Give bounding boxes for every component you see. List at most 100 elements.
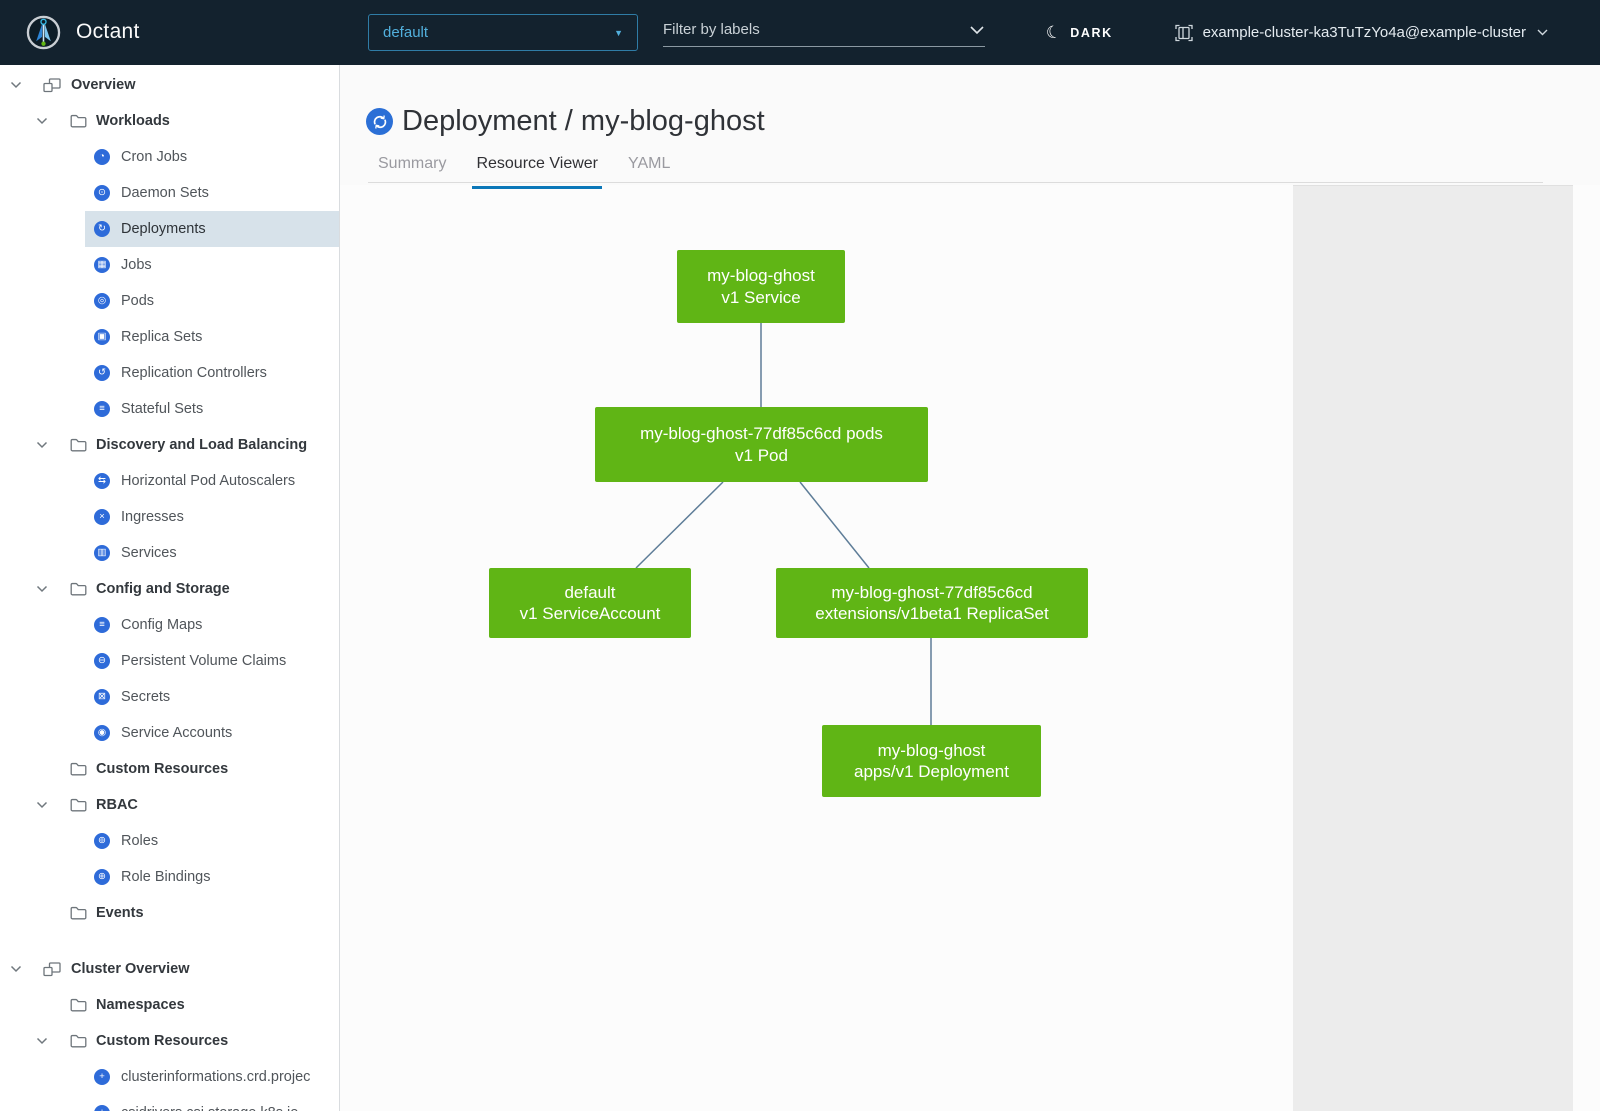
sidebar-item-discovery-and-load-balancing[interactable]: Discovery and Load Balancing bbox=[0, 427, 339, 463]
folder-icon bbox=[70, 582, 87, 596]
sidebar-item-rbac[interactable]: RBAC bbox=[0, 787, 339, 823]
horizontal-pod-autoscalers-icon: ⇆ bbox=[94, 473, 110, 489]
sidebar-item-label: Horizontal Pod Autoscalers bbox=[121, 473, 296, 489]
label-filter bbox=[663, 13, 985, 47]
sidebar-item-label: Overview bbox=[71, 77, 136, 93]
cluster-context-selector[interactable]: example-cluster-ka3TuTzYo4a@example-clus… bbox=[1174, 0, 1548, 65]
sidebar-item-custom-resources[interactable]: Custom Resources bbox=[0, 751, 339, 787]
chevron-down-icon[interactable] bbox=[36, 1037, 48, 1045]
replication-controllers-icon: ↺ bbox=[94, 365, 110, 381]
moon-icon: ☾ bbox=[1044, 21, 1064, 44]
ingresses-icon: × bbox=[94, 509, 110, 525]
service-accounts-icon: ◉ bbox=[94, 725, 110, 741]
sidebar-item-config-maps[interactable]: ≡Config Maps bbox=[85, 607, 339, 643]
folder-icon bbox=[70, 798, 87, 812]
sidebar-item-label: Discovery and Load Balancing bbox=[96, 437, 308, 453]
chevron-down-icon[interactable] bbox=[10, 965, 22, 973]
namespace-dropdown-value: default bbox=[383, 24, 429, 41]
app-title: Octant bbox=[76, 20, 140, 43]
sidebar-item-config-and-storage[interactable]: Config and Storage bbox=[0, 571, 339, 607]
sidebar-item-replication-controllers[interactable]: ↺ Replication Controllers bbox=[85, 355, 339, 391]
chevron-down-icon[interactable] bbox=[10, 81, 22, 89]
sidebar-item-label: Events bbox=[96, 905, 144, 921]
sidebar-item-label: Services bbox=[121, 545, 177, 561]
config-maps-icon: ≡ bbox=[94, 617, 110, 633]
csidrivers-csi-storage-k8s-io-icon: + bbox=[94, 1105, 110, 1111]
node-name: my-blog-ghost bbox=[707, 266, 815, 285]
sidebar-item-label: Stateful Sets bbox=[121, 401, 204, 417]
dark-theme-toggle[interactable]: ☾ DARK bbox=[1044, 0, 1113, 65]
sidebar-item-events[interactable]: Events bbox=[0, 895, 339, 931]
folder-icon bbox=[70, 998, 87, 1012]
chevron-down-icon[interactable] bbox=[36, 117, 48, 125]
chevron-down-icon[interactable] bbox=[36, 801, 48, 809]
sidebar-item-label: clusterinformations.crd.projec bbox=[121, 1069, 311, 1085]
sidebar-item-service-accounts[interactable]: ◉Service Accounts bbox=[85, 715, 339, 751]
stateful-sets-icon: ≡ bbox=[94, 401, 110, 417]
sidebar-item-namespaces[interactable]: Namespaces bbox=[0, 987, 339, 1023]
tab-bar: Summary Resource Viewer YAML bbox=[378, 153, 671, 189]
sidebar-item-role-bindings[interactable]: ⊕Role Bindings bbox=[85, 859, 339, 895]
persistent-volume-claims-icon: ⊖ bbox=[94, 653, 110, 669]
sidebar-item-overview[interactable]: Overview bbox=[0, 67, 339, 103]
sidebar-item-roles[interactable]: ⊚Roles bbox=[85, 823, 339, 859]
sidebar-item-label: Cron Jobs bbox=[121, 149, 188, 165]
cluster-context-label: example-cluster-ka3TuTzYo4a@example-clus… bbox=[1202, 24, 1526, 41]
node-kind: v1 Pod bbox=[735, 445, 788, 465]
daemon-sets-icon: ⊙ bbox=[94, 185, 110, 201]
sidebar-item-label: Persistent Volume Claims bbox=[121, 653, 287, 669]
sidebar-item-label: Cluster Overview bbox=[71, 961, 190, 977]
sidebar-item-label: Pods bbox=[121, 293, 155, 309]
sidebar-item-csidrivers-csi-storage-k8s-io[interactable]: +csidrivers.csi.storage.k8s.io bbox=[85, 1095, 339, 1111]
chevron-down-icon[interactable] bbox=[36, 585, 48, 593]
sidebar-item-workloads[interactable]: Workloads bbox=[0, 103, 339, 139]
chevron-down-icon[interactable] bbox=[969, 25, 985, 35]
sidebar-item-label: Ingresses bbox=[121, 509, 184, 525]
namespace-dropdown[interactable]: default ▼ bbox=[368, 14, 638, 51]
sidebar-item-ingresses[interactable]: × Ingresses bbox=[85, 499, 339, 535]
sidebar-item-pods[interactable]: ◎ Pods bbox=[85, 283, 339, 319]
cluster-icon bbox=[1174, 23, 1194, 43]
sidebar-item-custom-resources[interactable]: Custom Resources bbox=[0, 1023, 339, 1059]
node-kind: apps/v1 Deployment bbox=[854, 762, 1009, 781]
tab-yaml[interactable]: YAML bbox=[628, 155, 671, 172]
sidebar-item-label: Config and Storage bbox=[96, 581, 230, 597]
sidebar-item-label: Replica Sets bbox=[121, 329, 203, 345]
main-content: Deployment / my-blog-ghost Summary Resou… bbox=[340, 65, 1600, 1111]
node-kind: v1 Service bbox=[721, 287, 801, 307]
label-filter-input[interactable] bbox=[663, 21, 969, 38]
node-kind: extensions/v1beta1 ReplicaSet bbox=[815, 604, 1049, 623]
sidebar-item-label: Replication Controllers bbox=[121, 365, 267, 381]
deployments-icon: ↻ bbox=[94, 221, 110, 237]
chevron-down-icon[interactable] bbox=[36, 441, 48, 449]
folder-icon bbox=[70, 114, 87, 128]
sidebar-item-services[interactable]: ▥Services bbox=[85, 535, 339, 571]
sidebar-item-deployments[interactable]: ↻Deployments bbox=[85, 211, 339, 247]
node-name: default bbox=[564, 582, 616, 602]
sidebar-item-label: Secrets bbox=[121, 689, 171, 705]
sidebar-item-horizontal-pod-autoscalers[interactable]: ⇆ Horizontal Pod Autoscalers bbox=[85, 463, 339, 499]
node-name: my-blog-ghost-77df85c6cd bbox=[831, 582, 1033, 602]
sidebar-item-replica-sets[interactable]: ▣Replica Sets bbox=[85, 319, 339, 355]
tab-summary[interactable]: Summary bbox=[378, 155, 447, 172]
sidebar-item-cron-jobs[interactable]: ◔Cron Jobs bbox=[85, 139, 339, 175]
dropdown-caret-icon: ▼ bbox=[614, 27, 623, 38]
sidebar-item-cluster-overview[interactable]: Cluster Overview bbox=[0, 951, 339, 987]
graph-node-service[interactable]: my-blog-ghost v1 Service bbox=[677, 250, 845, 323]
tab-resource-viewer[interactable]: Resource Viewer bbox=[472, 153, 602, 189]
sidebar-item-clusterinformations-crd-projec[interactable]: +clusterinformations.crd.projec bbox=[85, 1059, 339, 1095]
resource-graph: my-blog-ghost v1 Service my-blog-ghost-77d… bbox=[340, 65, 1600, 1111]
sidebar-item-persistent-volume-claims[interactable]: ⊖ Persistent Volume Claims bbox=[85, 643, 339, 679]
pods-icon: ◎ bbox=[94, 293, 110, 309]
graph-node-replicaset[interactable]: my-blog-ghost-77df85c6cd extensions/v1bet… bbox=[776, 568, 1088, 638]
sidebar-item-secrets[interactable]: ⊠Secrets bbox=[85, 679, 339, 715]
sidebar-item-daemon-sets[interactable]: ⊙Daemon Sets bbox=[85, 175, 339, 211]
sidebar-item-stateful-sets[interactable]: ≡ Stateful Sets bbox=[85, 391, 339, 427]
sidebar-item-jobs[interactable]: ▦Jobs bbox=[85, 247, 339, 283]
page-title: Deployment / my-blog-ghost bbox=[366, 105, 765, 138]
